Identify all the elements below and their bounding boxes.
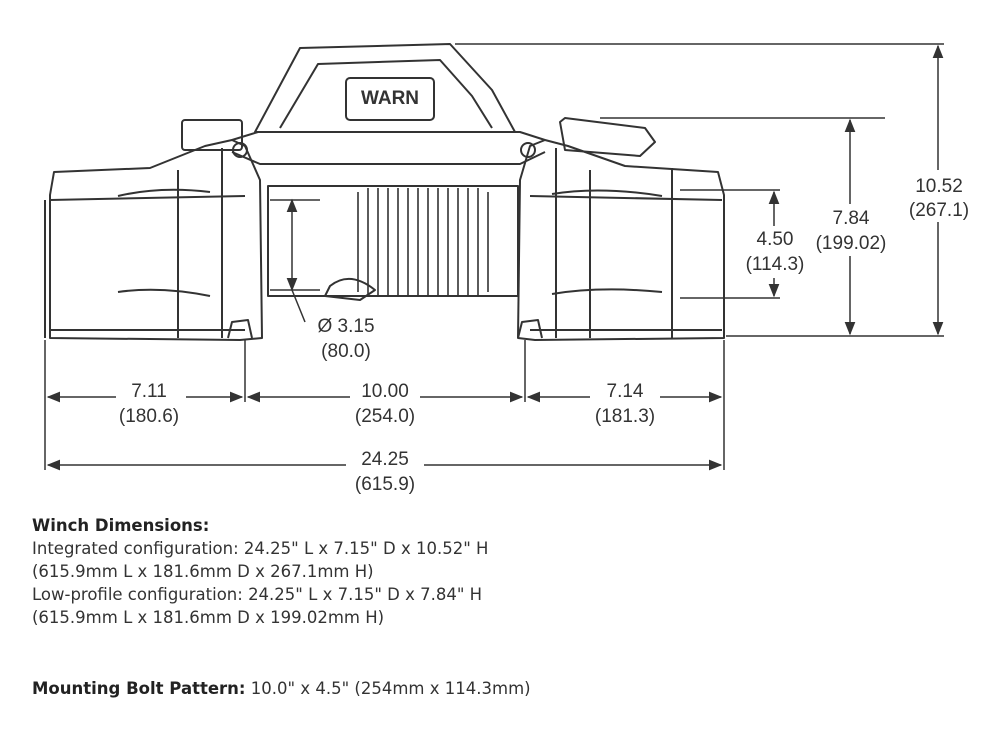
dimension-labels: WARN 10.52 (267.1) 7.84 (199.02) 4.50 (1… <box>116 88 972 495</box>
height-integrated-mm: (267.1) <box>909 200 969 221</box>
integrated-config-metric: (615.9mm L x 181.6mm D x 267.1mm H) <box>32 562 374 581</box>
drum-diameter-in: Ø 3.15 <box>317 316 374 337</box>
drum-diameter-mm: (80.0) <box>321 341 371 362</box>
integrated-config-line: Integrated configuration: 24.25" L x 7.1… <box>32 539 489 558</box>
bolt-depth-mm: (114.3) <box>746 254 805 275</box>
low-profile-config-metric: (615.9mm L x 181.6mm D x 199.02mm H) <box>32 608 385 627</box>
overall-length-mm: (615.9) <box>355 474 415 495</box>
bolt-depth-in: 4.50 <box>757 229 794 250</box>
drum <box>267 185 519 297</box>
right-end-in: 7.14 <box>607 381 644 402</box>
mounting-bolt-value: 10.0" x 4.5" (254mm x 114.3mm) <box>245 679 531 698</box>
right-end-mm: (181.3) <box>595 406 655 427</box>
mounting-bolt-pattern: Mounting Bolt Pattern: 10.0" x 4.5" (254… <box>32 677 972 700</box>
right-end-housing <box>517 139 725 341</box>
height-low-profile-mm: (199.02) <box>816 233 887 254</box>
drum-length-in: 10.00 <box>361 381 409 402</box>
winch-body <box>44 43 725 341</box>
low-profile-config-line: Low-profile configuration: 24.25" L x 7.… <box>32 585 483 604</box>
winch-dimension-drawing: WARN 10.52 (267.1) 7.84 (199.02) 4.50 (1… <box>44 43 972 495</box>
rope-coils <box>357 188 489 296</box>
overall-length-in: 24.25 <box>361 449 409 470</box>
drum-length-mm: (254.0) <box>355 406 415 427</box>
left-end-in: 7.11 <box>131 381 167 402</box>
dimension-notes: Winch Dimensions: Integrated configurati… <box>32 514 972 700</box>
height-low-profile-in: 7.84 <box>833 208 870 229</box>
height-integrated-in: 10.52 <box>915 176 963 197</box>
mounting-bolt-title: Mounting Bolt Pattern: <box>32 679 246 698</box>
control-pack <box>254 43 516 133</box>
winch-dimensions-title: Winch Dimensions: <box>32 516 210 535</box>
brand-logo: WARN <box>361 88 419 109</box>
left-end-housing <box>49 139 263 341</box>
left-end-mm: (180.6) <box>119 406 179 427</box>
tie-bar <box>231 131 546 141</box>
